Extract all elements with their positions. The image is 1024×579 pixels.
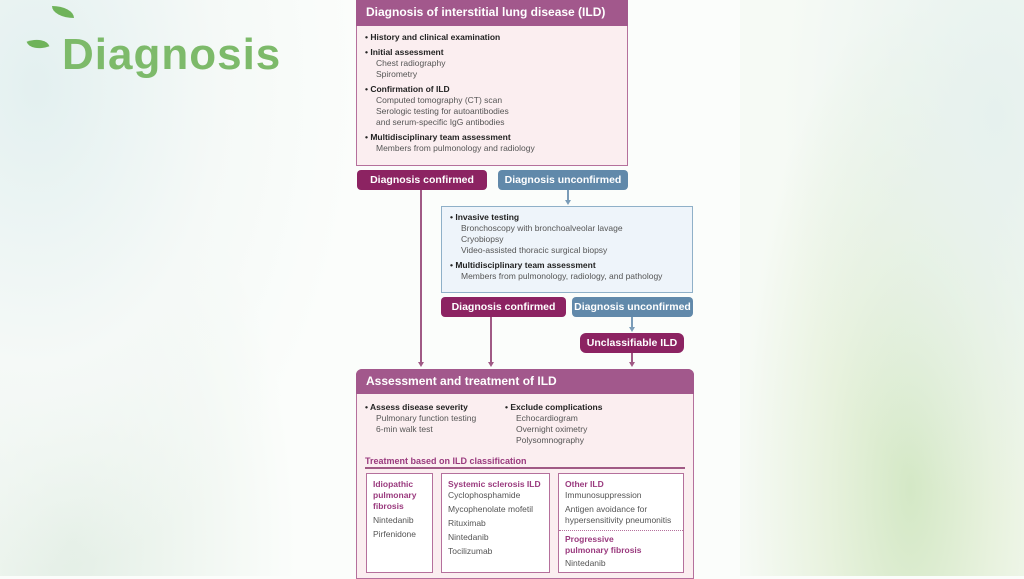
background-right-greenery <box>740 0 1024 576</box>
assessment-treatment-title: Assessment and treatment of ILD <box>356 369 694 394</box>
slide-title: Diagnosis <box>62 30 282 79</box>
diagnosis-unconfirmed-badge-2: Diagnosis unconfirmed <box>572 297 693 317</box>
box1-list: • History and clinical examination • Ini… <box>365 32 535 153</box>
connector <box>631 353 633 362</box>
ipf-box: Idiopathic pulmonary fibrosis Nintedanib… <box>366 473 433 573</box>
treatment-title: Treatment based on ILD classification <box>365 456 527 466</box>
list-head: • History and clinical examination <box>365 32 501 42</box>
connector <box>567 190 569 201</box>
ssc-box: Systemic sclerosis ILD Cyclophosphamide … <box>441 473 550 573</box>
invasive-testing-box <box>441 206 693 293</box>
arrow-down-icon <box>418 362 424 367</box>
complications-list: • Exclude complications Echocardiogram O… <box>505 402 603 445</box>
box2-list: • Invasive testing Bronchoscopy with bro… <box>450 212 663 281</box>
connector <box>490 317 492 362</box>
arrow-down-icon <box>565 200 571 205</box>
background-left <box>0 0 360 576</box>
diagnosis-unconfirmed-badge: Diagnosis unconfirmed <box>498 170 628 190</box>
arrow-down-icon <box>629 327 635 332</box>
diagnosis-box-title: Diagnosis of interstitial lung disease (… <box>356 0 628 26</box>
diagnosis-box <box>356 0 628 166</box>
diagnosis-confirmed-badge-2: Diagnosis confirmed <box>441 297 566 317</box>
other-ild-box: Other ILD Immunosuppression Antigen avoi… <box>558 473 684 573</box>
connector <box>631 317 633 328</box>
unclassifiable-ild-badge: Unclassifiable ILD <box>580 333 684 353</box>
severity-list: • Assess disease severity Pulmonary func… <box>365 402 477 434</box>
connector <box>420 190 422 362</box>
divider <box>365 467 685 469</box>
diagnosis-confirmed-badge: Diagnosis confirmed <box>357 170 487 190</box>
arrow-down-icon <box>629 362 635 367</box>
arrow-down-icon <box>488 362 494 367</box>
